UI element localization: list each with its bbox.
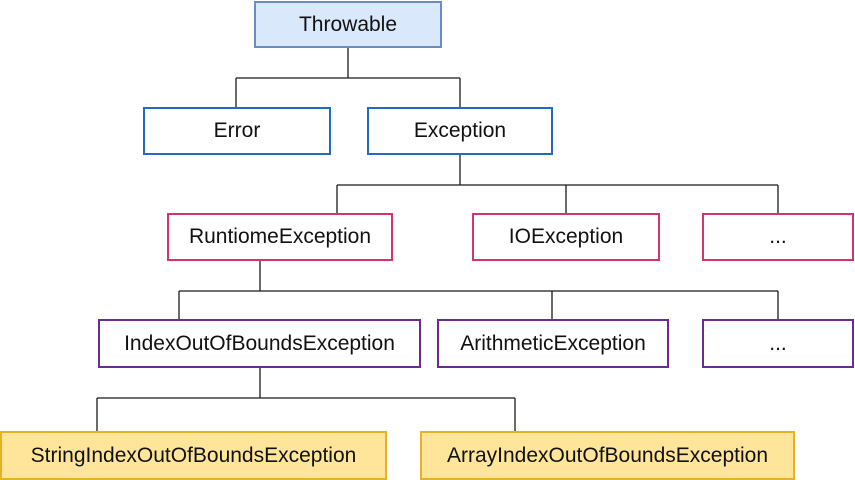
node-exception: Exception bbox=[367, 107, 553, 155]
node-string-index-out-of-bounds-exception: StringIndexOutOfBoundsException bbox=[0, 431, 387, 480]
node-more-exceptions: ... bbox=[702, 213, 854, 261]
node-index-out-of-bounds-exception: IndexOutOfBoundsException bbox=[98, 319, 421, 368]
node-runtime-exception: RuntiomeException bbox=[167, 213, 393, 261]
node-more-runtime-exceptions: ... bbox=[702, 319, 854, 368]
node-arithmetic-exception: ArithmeticException bbox=[437, 319, 669, 368]
node-throwable: Throwable bbox=[254, 1, 442, 48]
node-io-exception: IOException bbox=[472, 213, 660, 261]
node-error: Error bbox=[143, 107, 331, 155]
node-array-index-out-of-bounds-exception: ArrayIndexOutOfBoundsException bbox=[420, 431, 795, 480]
connector-group bbox=[96, 48, 779, 431]
